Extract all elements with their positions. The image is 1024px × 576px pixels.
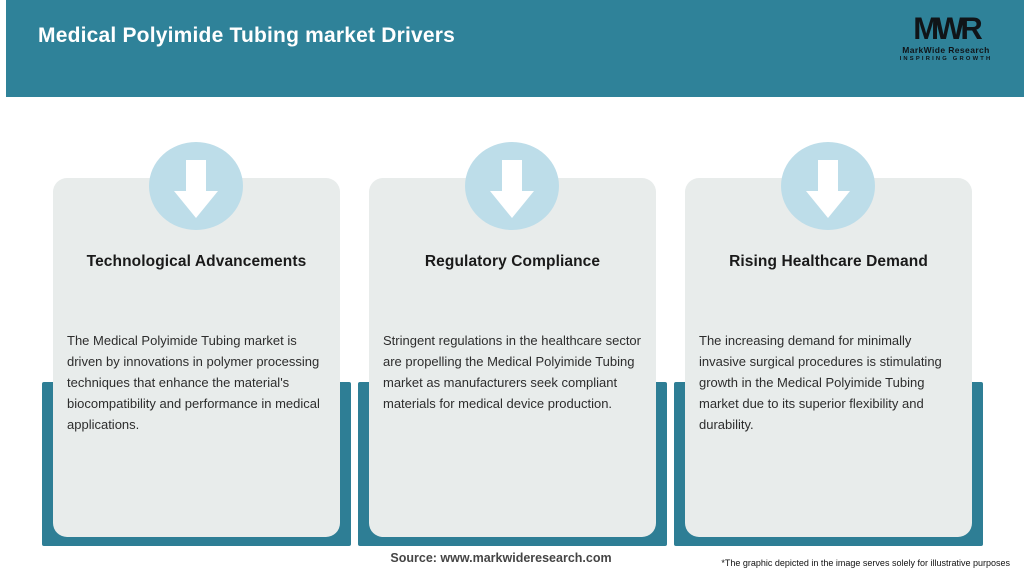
card-title: Technological Advancements [86,253,307,270]
down-arrow-badge [149,142,243,230]
driver-card-group-1: Technological Advancements The Medical P… [42,142,351,546]
card-body-text: The increasing demand for minimally inva… [699,333,942,432]
logo-name: MarkWide Research [902,45,990,55]
driver-card-group-3: Rising Healthcare Demand The increasing … [674,142,983,546]
disclaimer-text: *The graphic depicted in the image serve… [721,558,1010,568]
card-body-text: The Medical Polyimide Tubing market is d… [67,333,320,432]
driver-card: Regulatory Compliance Stringent regulati… [369,178,656,537]
down-arrow-icon [806,160,850,218]
card-body-text: Stringent regulations in the healthcare … [383,333,641,411]
driver-card: Technological Advancements The Medical P… [53,178,340,537]
card-title: Rising Healthcare Demand [729,253,928,270]
logo-tagline: INSPIRING GROWTH [899,56,993,62]
page-title: Medical Polyimide Tubing market Drivers [38,24,456,47]
markwide-logo: MWR MarkWide Research INSPIRING GROWTH [886,10,1006,62]
mwr-monogram-icon: MWR [913,10,982,47]
down-arrow-icon [174,160,218,218]
driver-card: Rising Healthcare Demand The increasing … [685,178,972,537]
down-arrow-icon [490,160,534,218]
down-arrow-badge [781,142,875,230]
down-arrow-badge [465,142,559,230]
card-title: Regulatory Compliance [424,253,601,270]
header-bar: Medical Polyimide Tubing market Drivers … [6,0,1024,97]
driver-card-group-2: Regulatory Compliance Stringent regulati… [358,142,667,546]
source-text: Source: www.markwideresearch.com [390,551,612,565]
